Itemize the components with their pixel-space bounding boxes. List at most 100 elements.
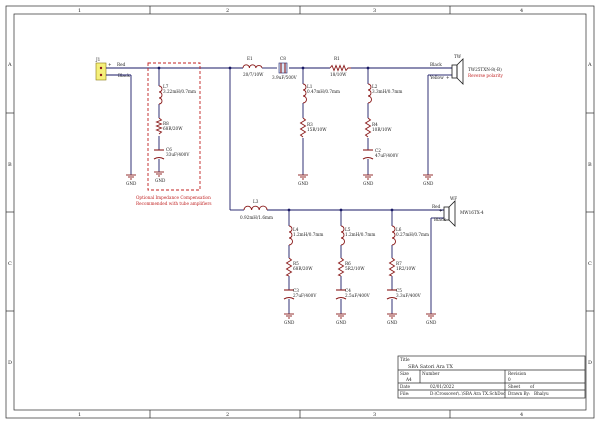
component-value: 68R/20W [293,266,313,271]
connector-pin-plus: + [108,62,112,67]
woofer-wire-red: Red [432,204,441,209]
zone-row-label: C [8,261,12,267]
size-label: Size [400,371,409,376]
component-value: 3.22mH/0.7mm [163,89,196,94]
woofer-plus: + [439,208,443,213]
inductor-l7[interactable]: L7 3.22mH/0.7mm [158,84,196,105]
gnd-label: GND [426,320,437,325]
zone-col-label: 3 [373,412,376,418]
component-value: 1.2mH/0.7mm [293,232,323,237]
revision-value: 0 [508,377,511,382]
component-value: 0.47mH/0.7mm [307,89,340,94]
woofer-speaker-icon[interactable]: WF [443,196,457,227]
zone-col-label: 4 [520,412,523,418]
inductor-l3[interactable]: L3 0.92mH/1.6mm [240,199,273,220]
input-connector-j1[interactable]: J1 + - [95,57,112,81]
component-value: 0.27mH/0.7mm [396,232,429,237]
capacitor-c2[interactable]: C2 47uF/400V [362,148,399,160]
component-value: 20/7/10W [243,72,264,77]
gnd-symbol: GND [336,313,347,325]
capacitor-c3[interactable]: C3 27uF/400V [283,288,317,300]
component-value: 0.92mH/1.6mm [240,215,273,220]
tweeter-speaker-icon[interactable]: TW [451,54,464,85]
zone-col-label: 4 [520,8,523,14]
title-value: SBA Satori Ara TX [408,364,453,370]
component-ref: L7 [163,84,169,89]
inductor-e1[interactable]: E1 20/7/10W [242,56,264,77]
component-value: 47uF/400V [375,153,399,158]
tweeter-model: TW25TXN-8(-B) [468,67,502,72]
number-label: Number [422,371,440,376]
resistor-r6[interactable]: R6 5R2/10W [337,257,366,277]
tweeter-wire-black: Black [430,62,442,67]
component-value: 27uF/400V [293,293,317,298]
inductor-l5[interactable]: L5 1.2mH/0.7mm [340,225,375,246]
compensation-note-line1: Optional Impedance Compensation [136,195,211,200]
revision-label: Revision [508,371,526,376]
capacitor-c6[interactable]: C6 33uF/400V [153,147,190,160]
component-value: 10R/10W [372,127,392,132]
component-ref: E1 [247,56,253,61]
file-label: File: [400,391,409,396]
resistor-r5[interactable]: R5 68R/20W [285,257,314,277]
component-value: 1R2/10W [396,266,416,271]
gnd-symbol: GND [126,174,137,186]
zone-col-label: 2 [226,8,229,14]
zone-row-label: B [8,162,12,168]
component-value: 5R2/10W [345,266,365,271]
connector-designator: J1 [95,57,101,62]
resistor-r1[interactable]: R1 18/10W [329,56,351,77]
component-ref: L6 [396,227,402,232]
component-ref: C3 [293,288,299,293]
resistor-r8[interactable]: R8 68R/20W [155,117,184,135]
resistor-r3[interactable]: R3 15R/10W [299,117,328,138]
component-ref: R1 [334,56,340,61]
sheet-label: Sheet [508,384,521,389]
component-ref: C8 [280,56,286,61]
capacitor-c4[interactable]: C4 2.5uF/400V [335,288,371,300]
gnd-label: GND [155,178,166,183]
gnd-label: GND [423,181,434,186]
file-value: D:\Crossover\..\SBA Ara TX.SchDoc [430,391,506,396]
resistor-r7[interactable]: R7 1R2/10W [388,257,417,277]
resistor-r4[interactable]: R4 10R/10W [364,117,393,138]
component-ref: L4 [293,227,299,232]
component-value: 3.3mH/0.7mm [372,89,402,94]
component-value: 3.9uF/500V [272,75,298,80]
capacitor-c8[interactable]: C8 3.9uF/500V [272,56,298,80]
component-ref: C4 [345,288,351,293]
sheet-of: of [530,384,535,389]
component-ref: L1 [307,84,313,89]
component-value: 15R/10W [307,127,327,132]
component-ref: R8 [163,121,169,126]
zone-row-label: C [588,261,592,267]
inductor-l1[interactable]: L1 0.47mH/0.7mm [302,83,340,104]
inductor-l6[interactable]: L6 0.27mH/0.7mm [391,225,429,246]
junction-dots [157,66,394,212]
zone-row-label: B [588,162,592,168]
gnd-symbol: GND [426,313,437,325]
tweeter-polarity-note: Reverse polarity [468,73,503,78]
gnd-label: GND [336,320,347,325]
gnd-symbol: GND [298,174,309,186]
zone-row-label: D [8,360,12,366]
inductor-l2[interactable]: L2 3.3mH/0.7mm [367,83,402,104]
inductor-l4[interactable]: L4 1.2mH/0.7mm [288,225,323,246]
tweeter-wire-yellow: Yellow [429,75,444,80]
woofer-model: MW16TX-4 [460,210,484,215]
component-ref: C6 [166,147,172,152]
zone-row-label: A [7,62,12,68]
zone-labels: 1 2 3 4 1 2 3 4 A B C D A B C D [7,8,592,418]
gnd-symbol: GND [387,313,398,325]
gnd-label: GND [126,181,137,186]
component-value: 18/10W [330,72,347,77]
component-ref: R7 [396,261,402,266]
gnd-label: GND [387,320,398,325]
zone-col-label: 3 [373,8,376,14]
date-value: 02/01/2022 [430,384,454,389]
title-block: Title SBA Satori Ara TX Size A4 Number R… [397,355,586,399]
connector-pin-minus: - [108,72,110,77]
capacitor-c5[interactable]: C5 3.3uF/400V [386,288,422,300]
zone-row-label: D [588,360,592,366]
